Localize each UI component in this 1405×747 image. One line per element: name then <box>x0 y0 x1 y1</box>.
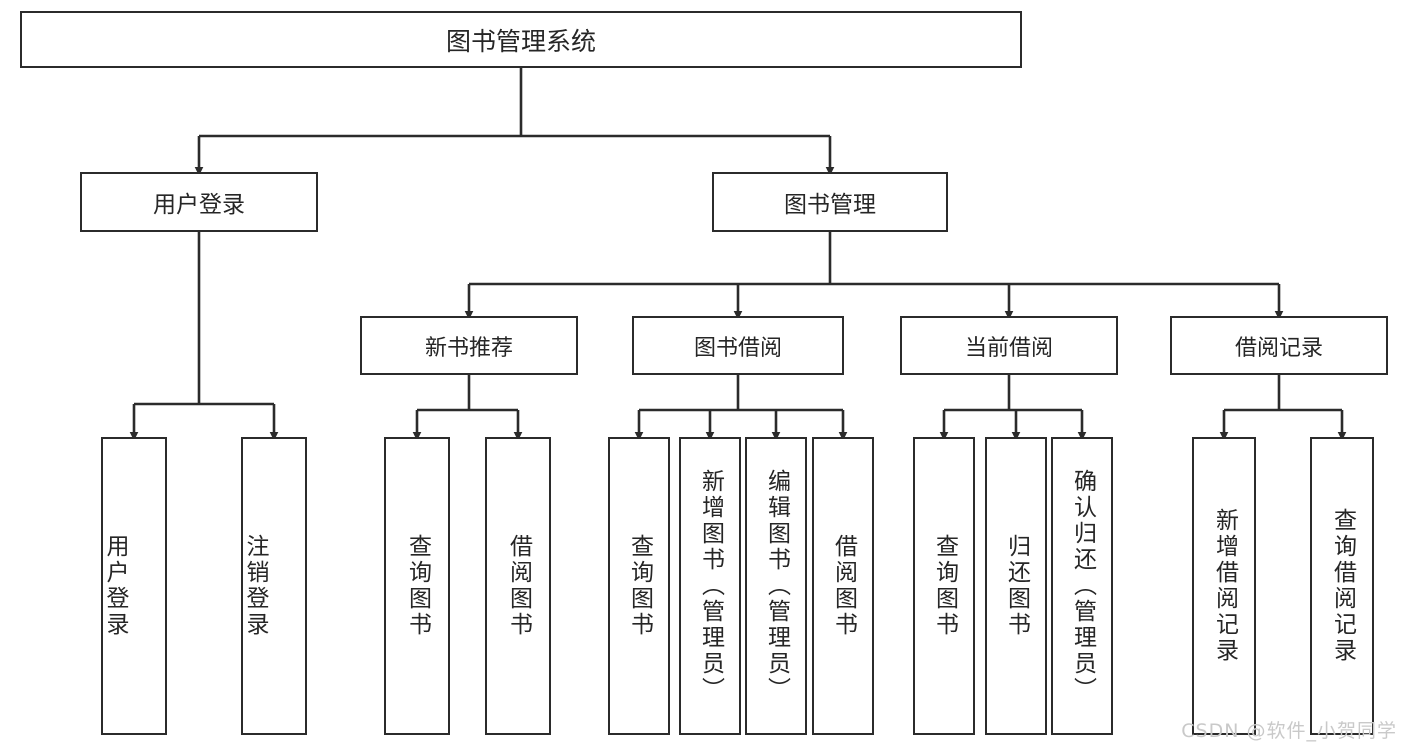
node-label: 借阅记录 <box>1234 335 1323 361</box>
node-label: 查询借阅记录 <box>1329 508 1356 664</box>
node-leaf-borrow-2[interactable]: 新增图书（管理员） <box>679 437 741 735</box>
node-label: 归还图书 <box>1003 534 1030 638</box>
node-label: 图书管理 <box>784 192 876 218</box>
node-current[interactable]: 当前借阅 <box>900 316 1118 375</box>
watermark-label: CSDN @软件_小贺同学 <box>1181 720 1397 742</box>
node-label: 新增图书（管理员） <box>697 469 724 703</box>
node-leaf-borrow-1[interactable]: 查询图书 <box>608 437 670 735</box>
node-label: 确认归还（管理员） <box>1069 469 1096 703</box>
node-label: 用户登录 <box>153 192 245 218</box>
node-leaf-cur-3[interactable]: 确认归还（管理员） <box>1051 437 1113 735</box>
node-leaf-rec-2[interactable]: 查询借阅记录 <box>1310 437 1374 735</box>
node-leaf-cur-2[interactable]: 归还图书 <box>985 437 1047 735</box>
node-leaf-login-1[interactable]: 用户登录 <box>101 437 167 735</box>
node-label: 借阅图书 <box>505 534 532 638</box>
node-newbook[interactable]: 新书推荐 <box>360 316 578 375</box>
node-label: 查询图书 <box>404 534 431 638</box>
node-root[interactable]: 图书管理系统 <box>20 11 1022 68</box>
node-label: 当前借阅 <box>964 335 1053 361</box>
node-leaf-login-2[interactable]: 注销登录 <box>241 437 307 735</box>
node-label: 新书推荐 <box>424 335 513 361</box>
node-leaf-new-2[interactable]: 借阅图书 <box>485 437 551 735</box>
node-label: 新增借阅记录 <box>1211 508 1238 664</box>
node-label: 图书借阅 <box>693 335 782 361</box>
node-leaf-cur-1[interactable]: 查询图书 <box>913 437 975 735</box>
node-label: 查询图书 <box>931 534 958 638</box>
node-label: 注销登录 <box>242 534 268 638</box>
node-borrow[interactable]: 图书借阅 <box>632 316 844 375</box>
node-leaf-borrow-3[interactable]: 编辑图书（管理员） <box>745 437 807 735</box>
node-bookmgmt[interactable]: 图书管理 <box>712 172 948 232</box>
node-label: 用户登录 <box>102 534 128 638</box>
node-label: 查询图书 <box>626 534 653 638</box>
node-leaf-new-1[interactable]: 查询图书 <box>384 437 450 735</box>
node-records[interactable]: 借阅记录 <box>1170 316 1388 375</box>
node-label: 编辑图书（管理员） <box>763 469 790 703</box>
node-label: 图书管理系统 <box>445 26 596 56</box>
node-login[interactable]: 用户登录 <box>80 172 318 232</box>
node-leaf-borrow-4[interactable]: 借阅图书 <box>812 437 874 735</box>
node-label: 借阅图书 <box>830 534 857 638</box>
edge-paths <box>129 68 1347 441</box>
node-leaf-rec-1[interactable]: 新增借阅记录 <box>1192 437 1256 735</box>
